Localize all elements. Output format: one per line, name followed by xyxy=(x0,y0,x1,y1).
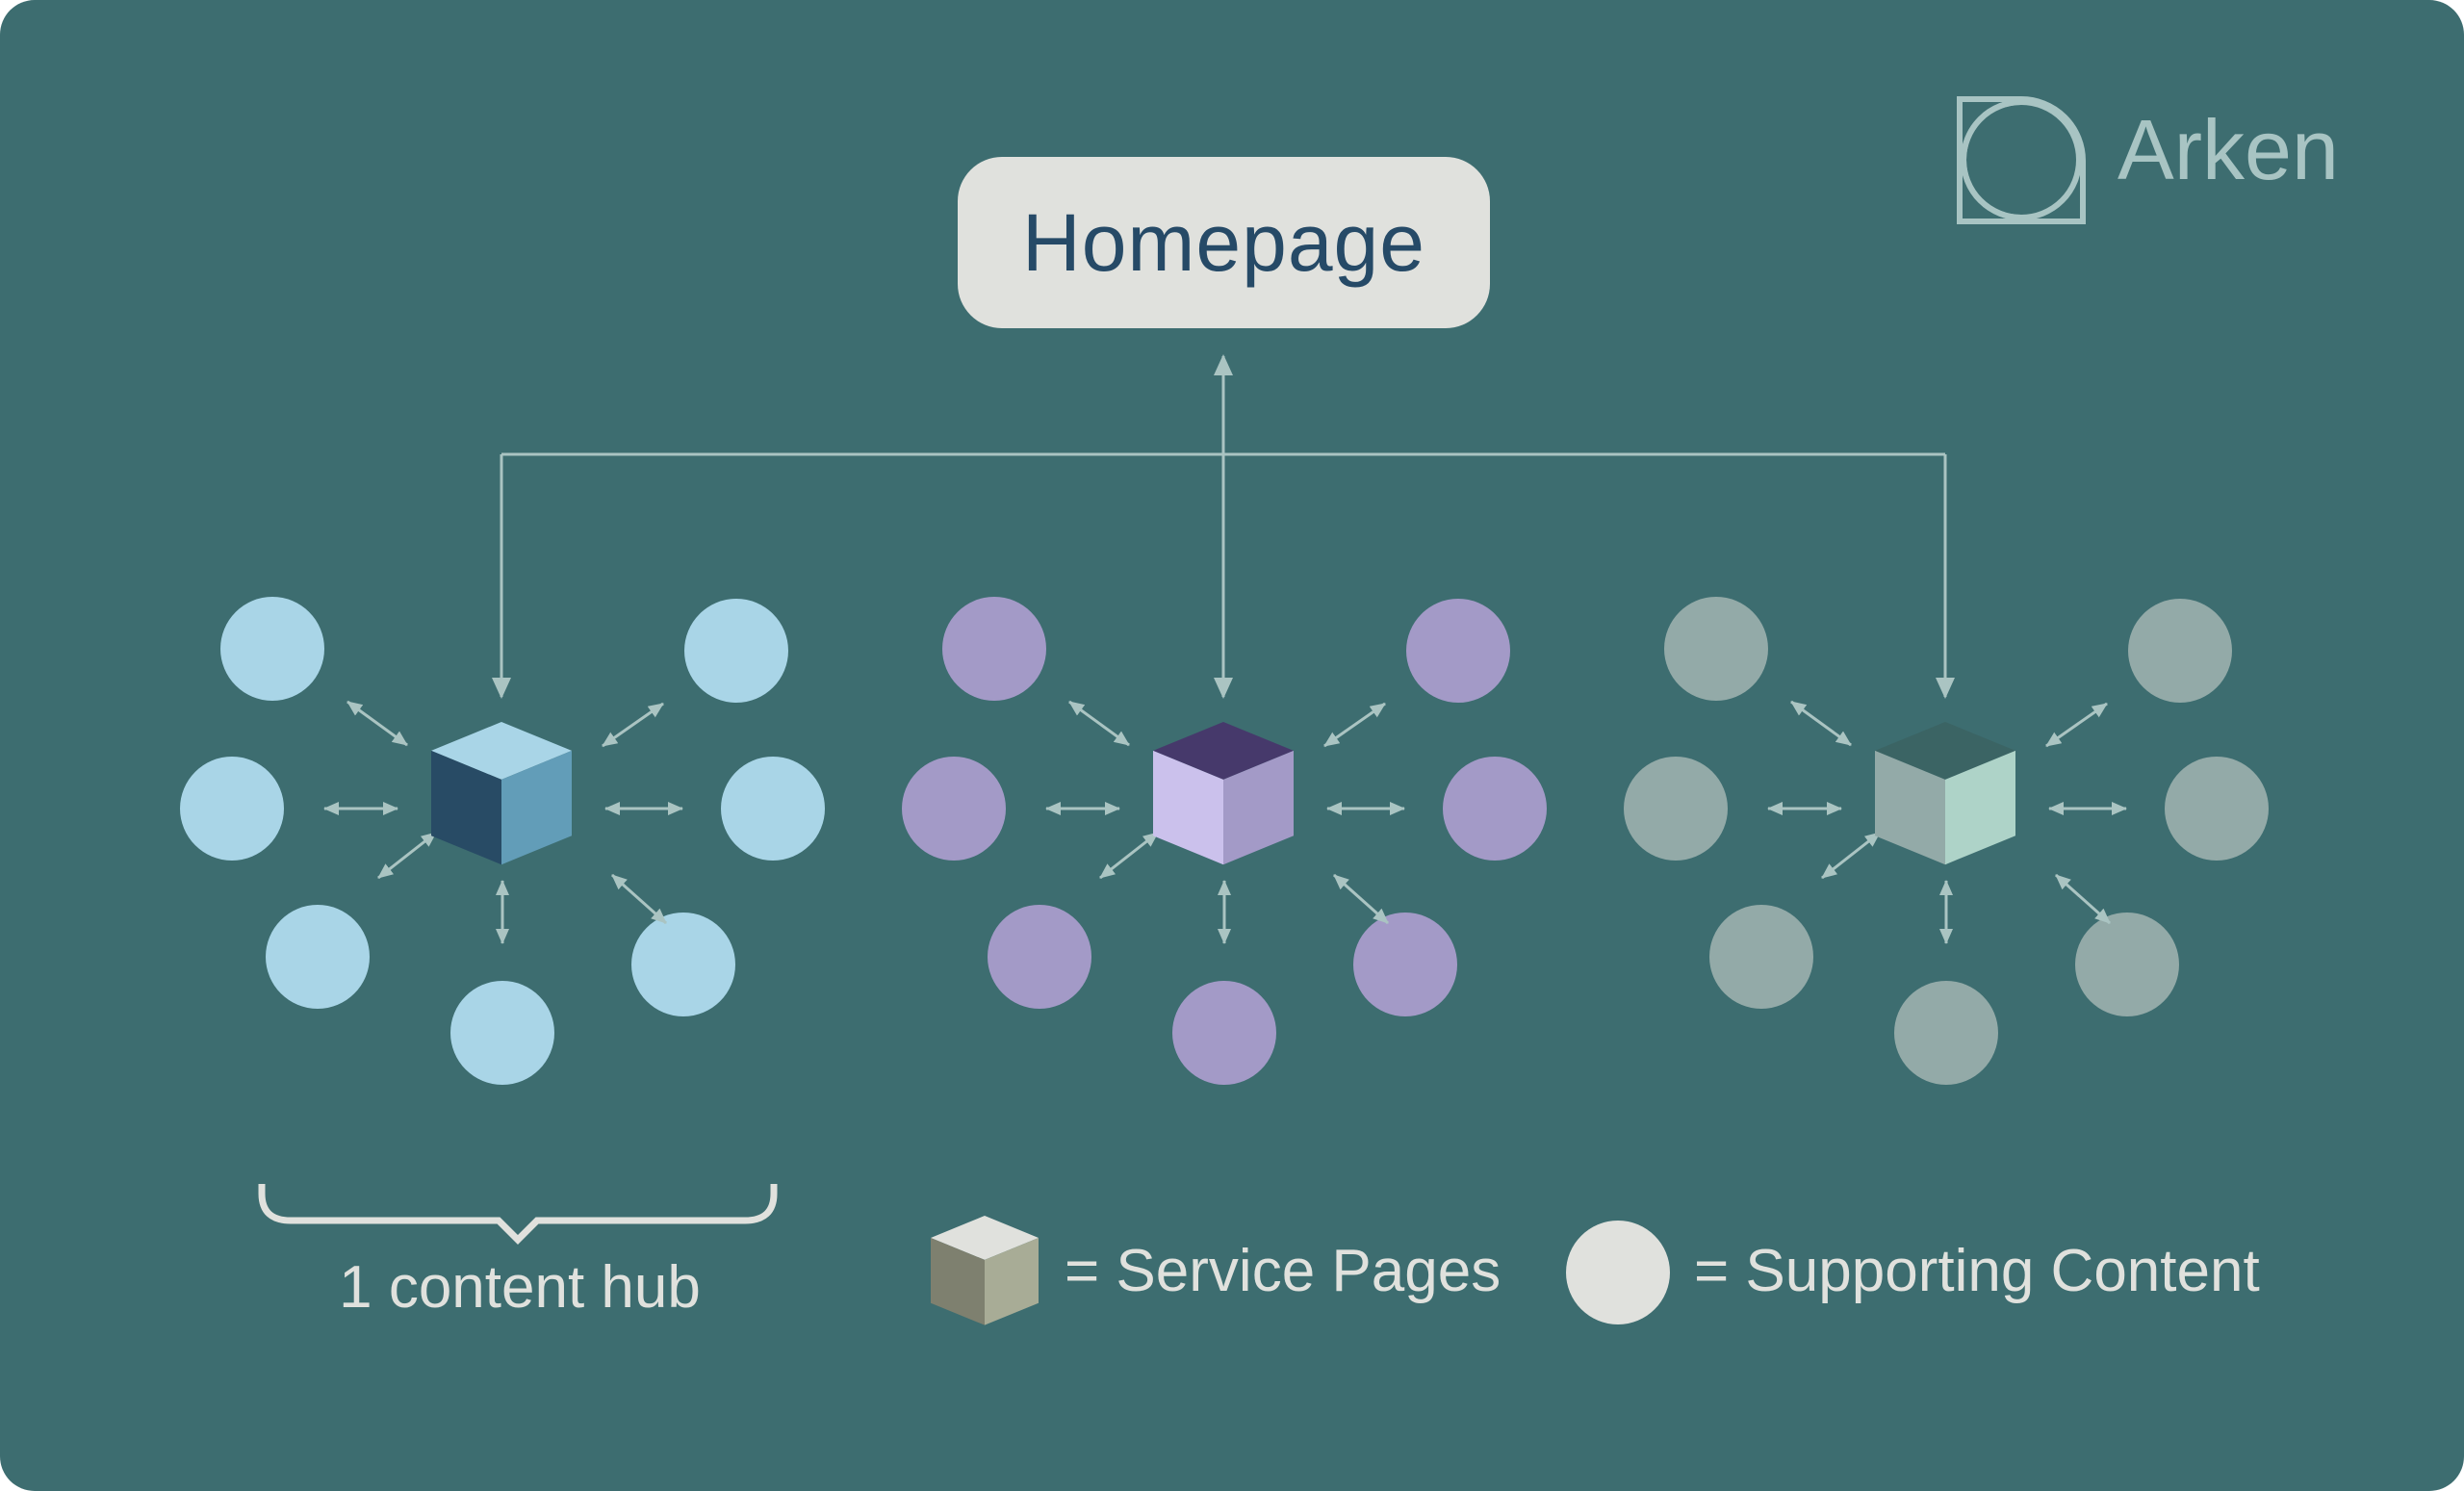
legend-service-pages-label: = Service Pages xyxy=(1065,1238,1502,1304)
bidirectional-arrow xyxy=(2045,702,2108,748)
supporting-content-node xyxy=(2128,599,2232,703)
supporting-content-node xyxy=(2075,913,2179,1016)
hub-brace xyxy=(258,1184,778,1245)
supporting-content-node xyxy=(1894,981,1998,1085)
supporting-content-node xyxy=(1443,757,1547,861)
hub-3-cube-left xyxy=(1875,750,1945,865)
supporting-content-node xyxy=(2165,757,2269,861)
content-hub-label: 1 content hub xyxy=(339,1254,701,1321)
supporting-content-node xyxy=(684,599,788,703)
supporting-content-node xyxy=(988,905,1091,1009)
supporting-content-node xyxy=(1406,599,1510,703)
bidirectional-arrow xyxy=(611,873,667,925)
content-hub-3 xyxy=(1624,597,2269,1085)
supporting-content-node xyxy=(266,905,370,1009)
logo-ring xyxy=(1961,99,2082,220)
bidirectional-arrow xyxy=(1099,831,1159,880)
hub-2-cube-top xyxy=(1153,722,1294,780)
hierarchy-connectors xyxy=(492,354,1955,699)
arken-logo-icon xyxy=(1957,96,2086,224)
supporting-content-node xyxy=(1172,981,1276,1085)
bidirectional-arrow xyxy=(1821,831,1881,880)
hub-2-cube-right xyxy=(1223,750,1294,865)
bidirectional-arrow xyxy=(1333,873,1389,925)
hub-1-cube-left xyxy=(431,750,501,865)
supporting-content-node xyxy=(942,597,1046,701)
service-page-cube xyxy=(431,722,572,865)
legend-cube-top xyxy=(931,1216,1039,1260)
supporting-content-node xyxy=(1353,913,1457,1016)
supporting-content-node xyxy=(631,913,735,1016)
supporting-content-node xyxy=(450,981,554,1085)
supporting-content-node xyxy=(1664,597,1768,701)
bidirectional-arrow xyxy=(377,831,437,880)
bidirectional-arrow xyxy=(1068,700,1130,747)
hub-2-cube-left xyxy=(1153,750,1223,865)
bidirectional-arrow xyxy=(602,702,664,748)
service-page-cube xyxy=(1875,722,2015,865)
supporting-content-node xyxy=(220,597,324,701)
bidirectional-arrow xyxy=(2055,873,2111,925)
brand-name: Arken xyxy=(2118,102,2339,197)
supporting-content-node xyxy=(1624,757,1728,861)
bidirectional-arrow xyxy=(1790,700,1852,747)
homepage-label: Homepage xyxy=(1022,196,1425,288)
legend-service-page-cube-icon xyxy=(931,1216,1039,1325)
content-hubs xyxy=(180,597,2269,1085)
legend-shapes xyxy=(931,1216,1670,1325)
supporting-content-node xyxy=(1709,905,1813,1009)
homepage-node[interactable]: Homepage xyxy=(958,157,1490,328)
service-page-cube xyxy=(1153,722,1294,865)
hub-3-cube-top xyxy=(1875,722,2015,780)
legend-cube-left xyxy=(931,1237,985,1325)
content-hub-1 xyxy=(180,597,825,1085)
bidirectional-arrow xyxy=(346,700,408,747)
legend-supporting-content-label: = Supporting Content xyxy=(1694,1238,2260,1304)
legend-cube-right xyxy=(985,1237,1039,1325)
hub-3-cube-right xyxy=(1945,750,2015,865)
supporting-content-node xyxy=(180,757,284,861)
hub-1-cube-top xyxy=(431,722,572,780)
legend-supporting-content-circle-icon xyxy=(1566,1221,1670,1324)
supporting-content-node xyxy=(721,757,825,861)
hub-1-cube-right xyxy=(501,750,572,865)
bidirectional-arrow xyxy=(1323,702,1386,748)
supporting-content-node xyxy=(902,757,1006,861)
content-hub-2 xyxy=(902,597,1547,1085)
